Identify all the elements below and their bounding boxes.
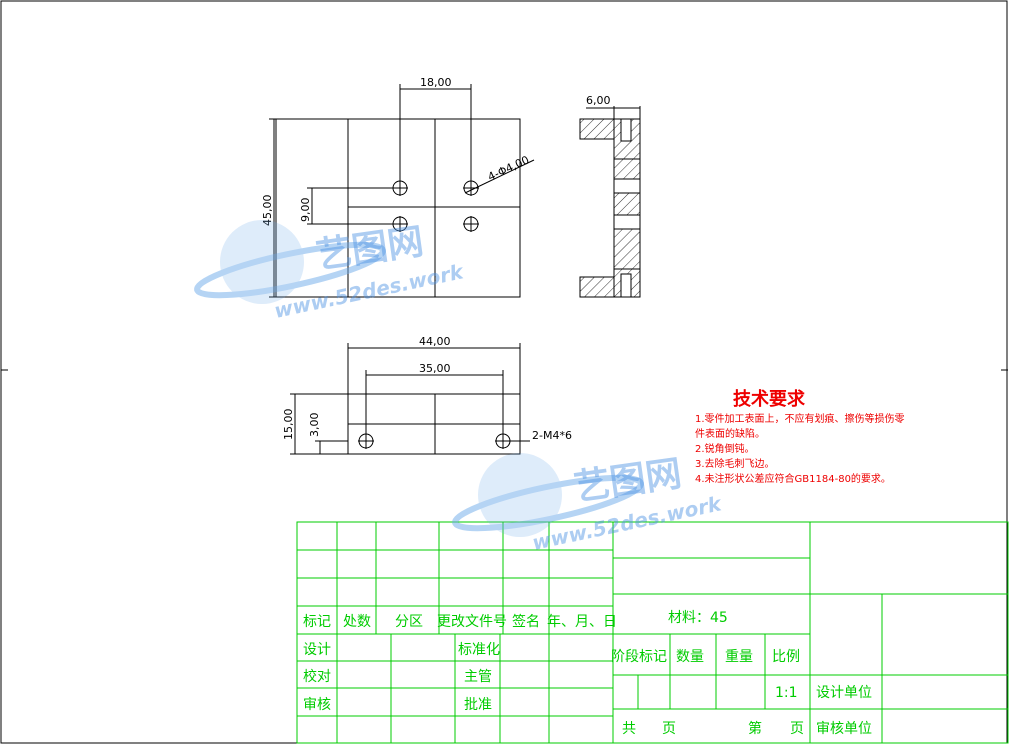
tech-item: 1.零件加工表面上，不应有划痕、擦伤等损伤零 xyxy=(695,412,905,425)
design-unit: 设计单位 xyxy=(816,685,872,701)
watermark-brand: 艺图网 xyxy=(314,221,427,277)
dim-35: 35,00 xyxy=(419,362,451,375)
title-block xyxy=(296,521,1009,744)
r-standard: 标准化 xyxy=(458,642,500,658)
hole-note: 4-Φ4,00 xyxy=(486,153,531,183)
review-unit: 审核单位 xyxy=(816,721,872,737)
r-supervisor: 主管 xyxy=(464,669,492,685)
page-label-2: 页 xyxy=(790,721,804,737)
r-design: 设计 xyxy=(303,642,331,658)
dim-9: 9,00 xyxy=(299,198,312,223)
h-zone: 分区 xyxy=(395,614,423,630)
top-view xyxy=(269,84,535,298)
watermark-brand: 艺图网 xyxy=(572,453,685,509)
h-date: 年、月、日 xyxy=(547,614,617,630)
dim-6: 6,00 xyxy=(586,94,611,107)
title-block-text: 标记 处数 分区 更改文件号 签名 年、月、日 材料：45 设计 校对 审核 标… xyxy=(303,610,872,737)
side-view xyxy=(579,106,641,298)
thread-note: 2-M4*6 xyxy=(532,429,572,442)
h-mark: 标记 xyxy=(303,614,331,630)
scale-value: 1:1 xyxy=(775,685,798,701)
dim-18: 18,00 xyxy=(420,76,452,89)
h-count: 处数 xyxy=(343,614,371,630)
h-weight: 重量 xyxy=(725,649,753,665)
watermark-logo xyxy=(194,220,644,537)
dim-44: 44,00 xyxy=(419,335,451,348)
h-docno: 更改文件号 xyxy=(437,614,507,630)
tech-item: 件表面的缺陷。 xyxy=(695,427,765,440)
tech-item: 4.未注形状公差应符合GB1184-80的要求。 xyxy=(695,472,891,485)
sheet-label: 第 xyxy=(748,720,762,737)
h-sign: 签名 xyxy=(512,613,540,630)
tech-item: 3.去除毛刺飞边。 xyxy=(695,457,775,470)
tech-item: 2.锐角倒钝。 xyxy=(695,442,755,455)
page-label-1: 页 xyxy=(662,721,676,737)
dim-3: 3,00 xyxy=(308,413,321,438)
h-stage: 阶段标记 xyxy=(611,649,667,665)
front-view xyxy=(290,343,530,455)
r-check: 校对 xyxy=(303,668,331,685)
h-qty: 数量 xyxy=(676,649,704,665)
h-scale: 比例 xyxy=(772,649,800,665)
r-review: 审核 xyxy=(303,697,331,713)
r-approve: 批准 xyxy=(464,697,492,713)
total-label: 共 xyxy=(622,721,636,737)
dim-45: 45,00 xyxy=(261,195,274,227)
material: 材料：45 xyxy=(668,610,728,626)
dim-15: 15,00 xyxy=(282,409,295,441)
tech-title: 技术要求 xyxy=(733,388,806,410)
tech-requirements: 技术要求 1.零件加工表面上，不应有划痕、擦伤等损伤零 件表面的缺陷。 2.锐角… xyxy=(695,388,905,485)
